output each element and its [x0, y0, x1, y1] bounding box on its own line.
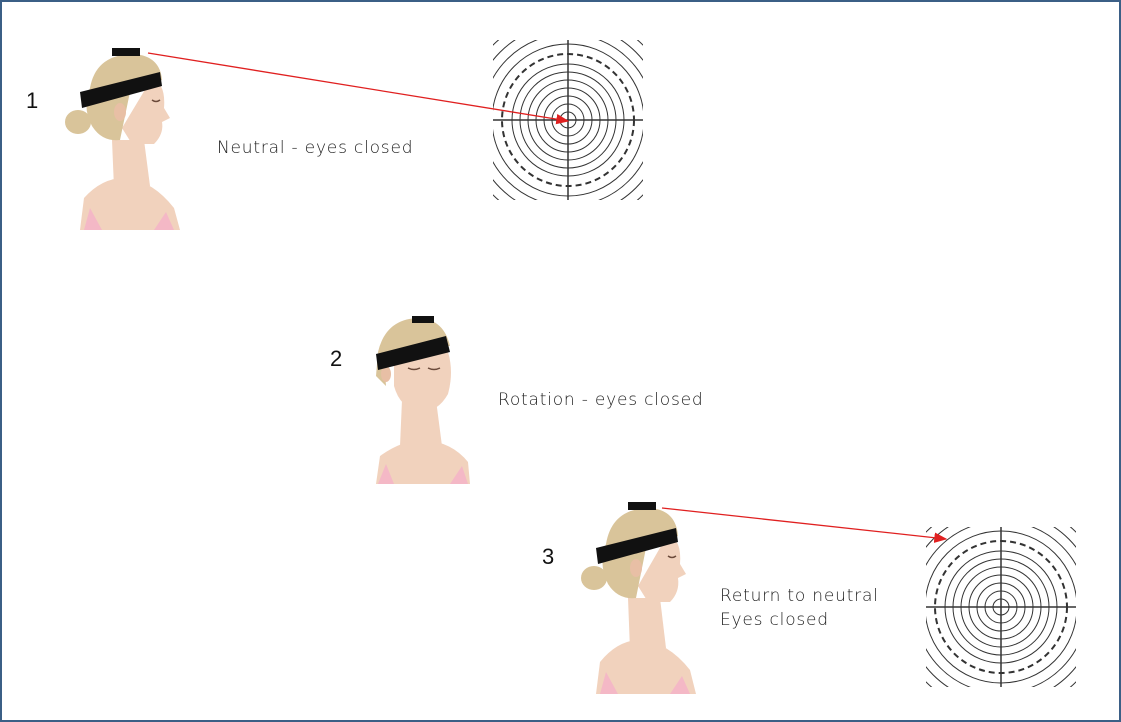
laser-line-step-3: [662, 508, 946, 539]
laser-line-step-1: [148, 53, 568, 121]
